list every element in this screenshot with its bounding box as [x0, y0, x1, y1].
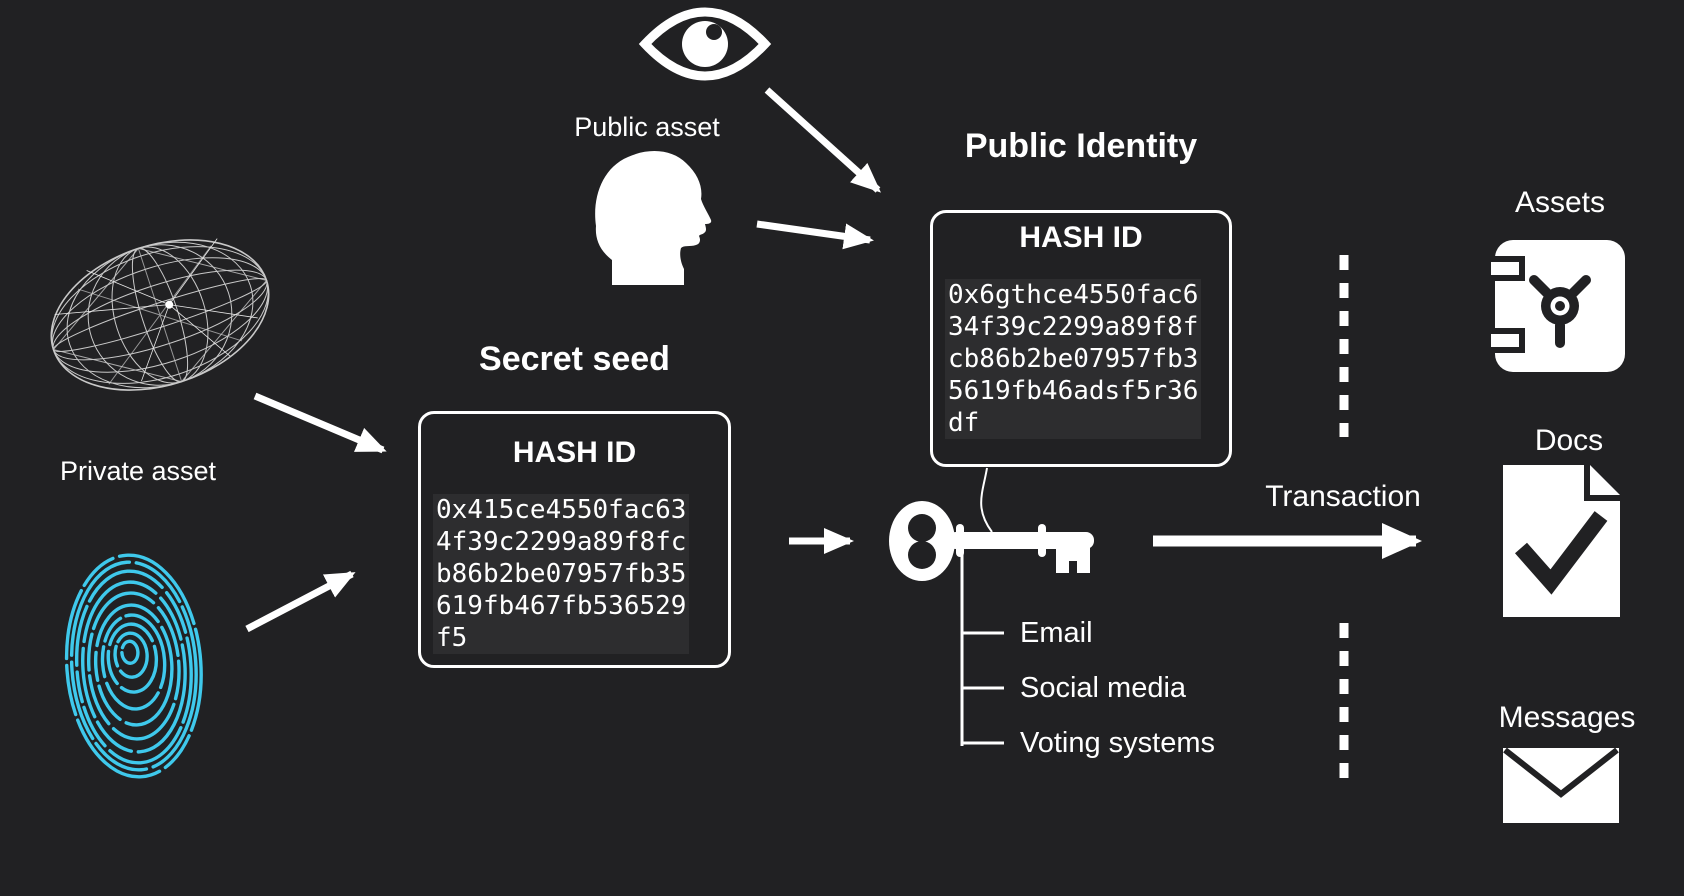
seed-hash-line: 0x415ce4550fac63	[436, 495, 687, 525]
arrow-mesh-to-seed	[253, 392, 387, 454]
seed-hash-box-title: HASH ID	[512, 436, 637, 469]
identity-hash-line: cb86b2be07957fb3	[948, 344, 1199, 374]
identity-hash-line: 34f39c2299a89f8f	[948, 312, 1199, 342]
seed-hash-line: 619fb467fb536529	[436, 591, 687, 621]
public-identity-title: Public Identity	[964, 127, 1198, 165]
head-profile-icon	[595, 151, 712, 285]
seed-hash-value: 0x415ce4550fac63 4f39c2299a89f8fc b86b2b…	[433, 494, 690, 654]
arrow-eye-to-identity	[764, 87, 881, 193]
arrow-head-to-identity	[756, 220, 874, 250]
identity-hash-value: 0x6gthce4550fac6 34f39c2299a89f8f cb86b2…	[945, 279, 1202, 439]
identity-key-connector	[980, 467, 993, 533]
doc-check-icon	[1503, 465, 1620, 617]
arrow-fingerprint-to-seed	[245, 570, 356, 633]
mesh-asset-icon	[50, 238, 270, 391]
key-use-voting-systems: Voting systems	[1020, 727, 1216, 759]
transaction-label: Transaction	[1265, 480, 1421, 513]
key-use-email: Email	[1020, 617, 1093, 649]
safe-icon	[1485, 240, 1625, 372]
key-icon	[889, 501, 1094, 581]
secret-seed-title: Secret seed	[479, 340, 670, 378]
seed-hash-line: 4f39c2299a89f8fc	[436, 527, 687, 557]
identity-hash-line: 5619fb46adsf5r36	[948, 376, 1199, 406]
flow-arrows	[245, 87, 1422, 633]
public-identity-hash-box: HASH ID 0x6gthce4550fac6 34f39c2299a89f8…	[930, 210, 1232, 467]
secret-seed-hash-box: HASH ID 0x415ce4550fac63 4f39c2299a89f8f…	[418, 411, 731, 668]
seed-hash-line: b86b2be07957fb35	[436, 559, 687, 589]
envelope-icon	[1503, 747, 1619, 823]
docs-label: Docs	[1534, 424, 1604, 457]
identity-hash-box-title: HASH ID	[1019, 221, 1143, 254]
identity-hash-line: 0x6gthce4550fac6	[948, 280, 1199, 310]
seed-hash-line: f5	[436, 623, 468, 653]
messages-label: Messages	[1498, 701, 1636, 734]
identity-hash-line: df	[948, 408, 980, 438]
eye-icon	[638, 7, 772, 81]
assets-label: Assets	[1514, 186, 1606, 219]
key-use-social-media: Social media	[1020, 672, 1187, 704]
private-asset-label: Private asset	[59, 456, 217, 486]
key-branch-lines	[960, 548, 1004, 746]
fingerprint-icon	[64, 553, 203, 779]
public-asset-label: Public asset	[574, 112, 720, 142]
